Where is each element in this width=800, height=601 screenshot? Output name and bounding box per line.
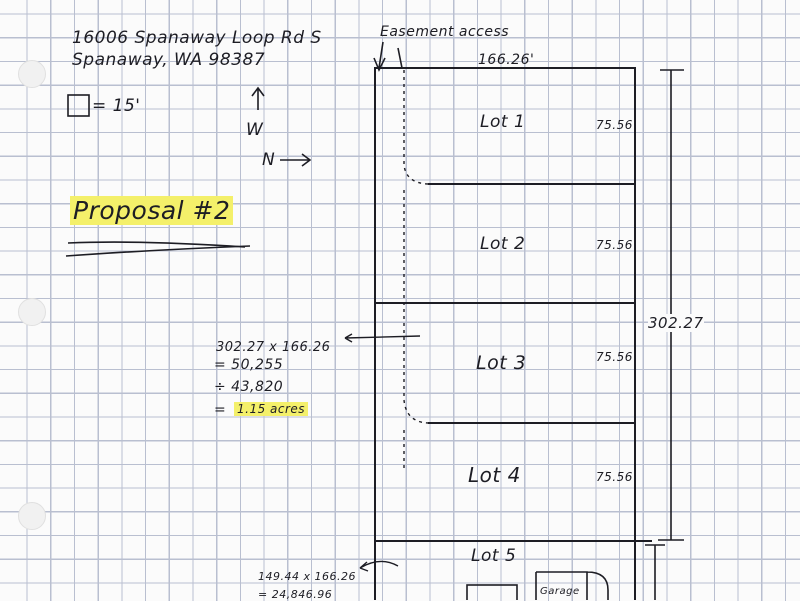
address-line-2: Spanaway, WA 98387: [72, 50, 266, 70]
west-arrow-icon: [251, 86, 265, 110]
property-outline: [374, 67, 636, 600]
title-underline: [65, 241, 251, 257]
garage-outline: [535, 571, 609, 600]
north-arrow-icon: [280, 153, 312, 167]
lot-depth: 75.56: [596, 118, 633, 132]
lot-label: Lot 1: [480, 112, 526, 132]
calc1-result: 1.15 acres: [234, 402, 309, 416]
binder-hole: [18, 502, 46, 530]
calc1-result-prefix: =: [214, 402, 227, 418]
scale-label: = 15': [92, 96, 141, 116]
calc1-arrow: [344, 333, 421, 343]
calc2-arrow: [359, 560, 399, 572]
lot-label: Lot 2: [480, 234, 526, 254]
easement-dashed-line: [403, 70, 429, 470]
calc1-line: 302.27 x 166.26: [216, 340, 331, 355]
calc2-line: = 24,846.96: [258, 588, 333, 601]
width-label: 166.26': [478, 52, 535, 68]
house-outline: [466, 584, 518, 600]
lot-label: Lot 4: [468, 463, 521, 487]
binder-hole: [18, 60, 46, 88]
scale-square-icon: [67, 94, 90, 117]
calc2-line: 149.44 x 166.26: [258, 570, 356, 583]
north-label: N: [262, 150, 276, 170]
calc1-line: = 50,255: [214, 357, 284, 373]
easement-label: Easement access: [380, 24, 510, 40]
west-label: W: [246, 120, 264, 140]
garage-label: Garage: [540, 586, 580, 597]
depth-label: 302.27: [648, 314, 704, 332]
address-line-1: 16006 Spanaway Loop Rd S: [72, 28, 322, 48]
lot-depth: 75.56: [596, 350, 633, 364]
lot-label: Lot 5: [471, 546, 517, 566]
calc1-line: ÷ 43,820: [214, 379, 284, 395]
lot-depth: 75.56: [596, 238, 633, 252]
depth-dimension-line: [645, 69, 684, 600]
lot-label: Lot 3: [476, 352, 527, 374]
lot-depth: 75.56: [596, 470, 633, 484]
easement-arrows: [373, 41, 403, 72]
proposal-title: Proposal #2: [70, 196, 234, 225]
binder-hole: [18, 298, 46, 326]
